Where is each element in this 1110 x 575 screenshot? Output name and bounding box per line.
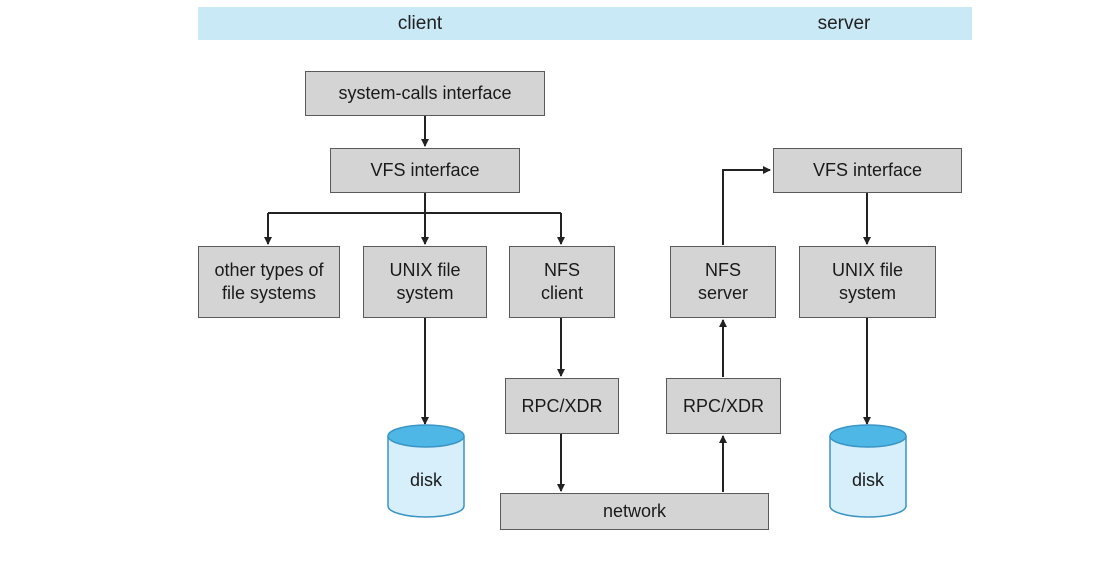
server-disk-icon	[829, 424, 907, 518]
network-box: network	[500, 493, 769, 530]
client-other-fs-line2: file systems	[221, 283, 316, 303]
arrow-nfs-server-to-vfs	[722, 166, 771, 245]
server-rpc-box: RPC/XDR	[666, 378, 781, 434]
client-other-fs-box: other types of file systems	[198, 246, 340, 318]
client-disk-label: disk	[409, 470, 442, 490]
client-unix-fs-line1: UNIX file	[389, 260, 461, 280]
server-disk-label: disk	[851, 470, 884, 490]
client-header-label: client	[397, 13, 443, 34]
server-unix-fs-box: UNIX file system	[799, 246, 936, 318]
nfs-client-line1: NFS	[544, 260, 580, 280]
client-unix-fs-box: UNIX file system	[363, 246, 487, 318]
server-vfs-label: VFS interface	[812, 160, 923, 180]
nfs-server-box: NFS server	[670, 246, 776, 318]
nfs-server-line2: server	[697, 283, 748, 303]
client-rpc-box: RPC/XDR	[505, 378, 619, 434]
client-syscalls-box: system-calls interface	[305, 71, 545, 116]
client-syscalls-label: system-calls interface	[338, 83, 512, 103]
header-band	[198, 7, 972, 40]
server-header-label: server	[817, 13, 871, 34]
client-disk-icon	[387, 424, 465, 518]
server-unix-fs-line2: system	[838, 283, 896, 303]
client-other-fs-line1: other types of	[214, 260, 324, 280]
nfs-client-box: NFS client	[509, 246, 615, 318]
client-vfs-label: VFS interface	[370, 160, 480, 180]
client-vfs-box: VFS interface	[330, 148, 520, 193]
network-label: network	[602, 501, 667, 521]
client-rpc-label: RPC/XDR	[521, 395, 603, 416]
server-rpc-label: RPC/XDR	[682, 395, 764, 416]
nfs-client-line2: client	[540, 283, 584, 303]
server-vfs-box: VFS interface	[773, 148, 962, 193]
nfs-server-line1: NFS	[704, 260, 741, 280]
server-unix-fs-line1: UNIX file	[831, 260, 903, 280]
client-unix-fs-line2: system	[396, 283, 454, 303]
